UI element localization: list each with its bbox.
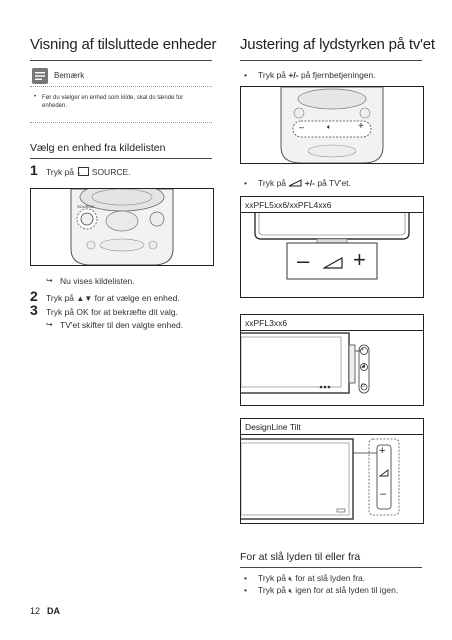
section-title: Vælg en enhed fra kildelisten (30, 142, 166, 154)
mute-section-title: For at slå lyden til eller fra (240, 551, 361, 563)
mute-icon: 🔇︎ (288, 576, 293, 583)
tv-model-3-label-rule (241, 434, 423, 435)
note-bullet-dot: • (34, 94, 37, 100)
right-bullet-1-suffix: på fjernbetjeningen. (300, 70, 376, 80)
tv-model-1-plus-button: + (353, 247, 366, 272)
right-bullet-2-key: +/- (304, 178, 315, 188)
tv-model-3-label: DesignLine Tilt (245, 422, 301, 432)
step-1-text: Tryk på → SOURCE. (46, 167, 131, 177)
mute-bullet-2-dot: • (244, 585, 247, 595)
step-2-key: ▲▼ (76, 294, 93, 303)
step-3-number: 3 (30, 302, 38, 318)
tv-model-1-box: xxPFL5xx6/xxPFL4xx6 – + (240, 196, 424, 298)
step-2-number: 2 (30, 288, 38, 304)
step-2-prefix: Tryk på (46, 293, 75, 303)
result-1-text: Nu vises kildelisten. (60, 276, 135, 286)
remote-volume-plus-label: + (358, 121, 364, 132)
tv-model-3-plus-button: + (379, 445, 386, 457)
right-bullet-2-prefix: Tryk på (258, 178, 287, 188)
tv-model-2-label: xxPFL3xx6 (245, 318, 288, 328)
note-bottom-rule (30, 122, 212, 124)
right-bullet-1-key: +/- (288, 70, 299, 80)
step-1-number: 1 (30, 162, 38, 178)
note-bullet-text: Før du vælger en enhed som kilde, skal d… (42, 95, 184, 109)
step-1-suffix: . (128, 167, 131, 177)
tv-model-3-box: DesignLine Tilt + – (240, 418, 424, 524)
tv-model-3-volume-icon (379, 469, 389, 477)
right-bullet-2-text: Tryk på +/- på TV'et. (258, 178, 351, 188)
note-box: Bemærk • Før du vælger en enhed som kild… (30, 66, 212, 126)
result-3-text: TV'et skifter til den valgte enhed. (60, 320, 184, 330)
mute-bullet-1-text: Tryk på 🔇︎ for at slå lyden fra. (258, 573, 365, 584)
remote-source-image: SOURCE (30, 188, 214, 266)
mute-bullet-1-suffix: for at slå lyden fra. (295, 573, 366, 583)
step-2-text: Tryk på ▲▼ for at vælge en enhed. (46, 293, 180, 303)
tv-model-3-minus-button: – (380, 488, 387, 500)
step-1-prefix: Tryk på (46, 167, 75, 177)
tv-model-2-volume-icon: ◢ (361, 363, 365, 369)
mute-bullet-2-prefix: Tryk på (258, 585, 287, 595)
source-icon: → (75, 167, 90, 176)
left-title-rule (30, 60, 212, 61)
mute-section-rule (240, 567, 422, 568)
right-bullet-2-dot: • (244, 178, 247, 188)
right-page-title: Justering af lydstyrken på tv'et (240, 36, 435, 53)
note-icon (32, 68, 48, 84)
remote-volume-minus-label: – (299, 122, 305, 132)
step-3-suffix: for at bekræfte dit valg. (91, 307, 178, 317)
tv-model-1-volume-icon (323, 257, 343, 269)
step-3-key: OK (76, 307, 89, 317)
tv-model-2-box: xxPFL3xx6 + ◢ ⏻ (240, 314, 424, 406)
tv-model-2-plus-icon: + (361, 347, 364, 353)
right-bullet-2-suffix: på TV'et. (317, 178, 351, 188)
tv-model-2-label-rule (241, 330, 423, 331)
tv-volume-icon (288, 179, 302, 187)
step-1-key: SOURCE (91, 167, 129, 177)
page-number: 12 (30, 606, 41, 616)
step-3-prefix: Tryk på (46, 307, 75, 317)
language-code: DA (47, 606, 60, 616)
mute-bullet-2-suffix: igen for at slå lyden til igen. (295, 585, 399, 595)
note-label: Bemærk (54, 71, 85, 80)
mute-bullet-1-dot: • (244, 573, 247, 583)
mute-icon-2: 🔇︎ (288, 588, 293, 595)
mute-bullet-1-prefix: Tryk på (258, 573, 287, 583)
tv-model-1-label: xxPFL5xx6/xxPFL4xx6 (245, 200, 332, 210)
tv-model-1-label-rule (241, 212, 423, 213)
remote-source-label: SOURCE (77, 204, 95, 209)
tv-model-2-power-icon: ⏻ (361, 383, 365, 389)
result-1-arrow-icon: ↪ (46, 276, 53, 285)
remote-mute-icon: 🔈︎ (327, 124, 332, 131)
note-divider (30, 86, 212, 88)
remote-volume-image: – 🔈︎ + (240, 86, 424, 164)
step-2-suffix: for at vælge en enhed. (94, 293, 180, 303)
mute-bullet-2-text: Tryk på 🔇︎ igen for at slå lyden til ige… (258, 585, 398, 596)
right-title-rule (240, 60, 422, 61)
right-bullet-1-prefix: Tryk på (258, 70, 287, 80)
tv-model-1-minus-button: – (297, 248, 310, 273)
section-rule (30, 158, 212, 159)
right-bullet-1-dot: • (244, 70, 247, 80)
step-3-text: Tryk på OK for at bekræfte dit valg. (46, 307, 178, 317)
left-page-title: Visning af tilsluttede enheder (30, 36, 217, 53)
right-bullet-1-text: Tryk på +/- på fjernbetjeningen. (258, 70, 376, 80)
result-3-arrow-icon: ↪ (46, 320, 53, 329)
